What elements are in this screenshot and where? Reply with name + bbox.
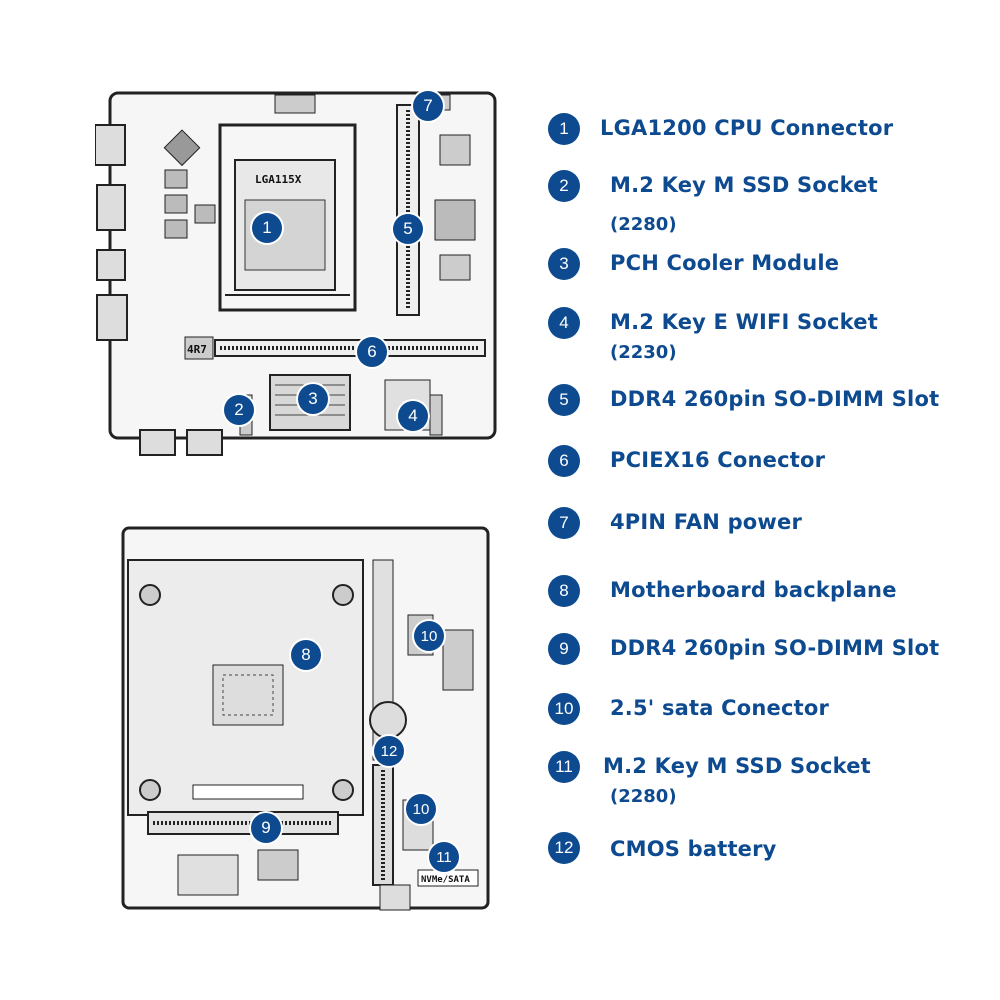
top-board-drawing: LGA115X 4R7 — [95, 85, 505, 465]
legend-number: 4 — [548, 307, 580, 339]
legend-label: DDR4 260pin SO-DIMM Slot — [610, 636, 940, 660]
legend-number: 5 — [548, 384, 580, 416]
legend-label: LGA1200 CPU Connector — [600, 116, 894, 140]
legend-label: Motherboard backplane — [610, 578, 897, 602]
legend-number: 8 — [548, 575, 580, 607]
small-chip-label: 4R7 — [187, 343, 207, 356]
callout-3: 3 — [298, 384, 328, 414]
nvme-sata-label: NVMe/SATA — [421, 875, 470, 885]
legend-number: 1 — [548, 113, 580, 145]
callout-6: 6 — [357, 337, 387, 367]
legend-label: DDR4 260pin SO-DIMM Slot — [610, 387, 940, 411]
callout-5: 5 — [393, 214, 423, 244]
legend-sublabel: (2280) — [610, 786, 677, 807]
callout-7: 7 — [413, 91, 443, 121]
legend-number: 2 — [548, 170, 580, 202]
legend-number: 9 — [548, 633, 580, 665]
legend-sublabel: (2230) — [610, 342, 677, 363]
callout-10-upper: 10 — [414, 621, 444, 651]
callout-11: 11 — [429, 842, 459, 872]
legend-number: 10 — [548, 693, 580, 725]
legend-number: 11 — [548, 751, 580, 783]
legend-number: 6 — [548, 445, 580, 477]
legend-label: 4PIN FAN power — [610, 510, 803, 534]
legend-label: 2.5' sata Conector — [610, 696, 830, 720]
legend-label: M.2 Key M SSD Socket — [603, 754, 871, 778]
callout-2: 2 — [224, 395, 254, 425]
callout-9: 9 — [251, 813, 281, 843]
legend-number: 12 — [548, 832, 580, 864]
legend-sublabel: (2280) — [610, 214, 677, 235]
legend-label: CMOS battery — [610, 837, 777, 861]
legend-number: 3 — [548, 248, 580, 280]
callout-4: 4 — [398, 401, 428, 431]
legend-label: PCH Cooler Module — [610, 251, 840, 275]
callout-12: 12 — [374, 736, 404, 766]
callout-1: 1 — [252, 213, 282, 243]
legend-label: M.2 Key M SSD Socket — [610, 173, 878, 197]
callout-10-lower: 10 — [406, 794, 436, 824]
cpu-socket-label: LGA115X — [255, 173, 302, 186]
legend-label: M.2 Key E WIFI Socket — [610, 310, 878, 334]
callout-8: 8 — [291, 640, 321, 670]
legend-number: 7 — [548, 507, 580, 539]
bottom-board-drawing: NVMe/SATA — [118, 520, 498, 915]
legend-label: PCIEX16 Conector — [610, 448, 826, 472]
